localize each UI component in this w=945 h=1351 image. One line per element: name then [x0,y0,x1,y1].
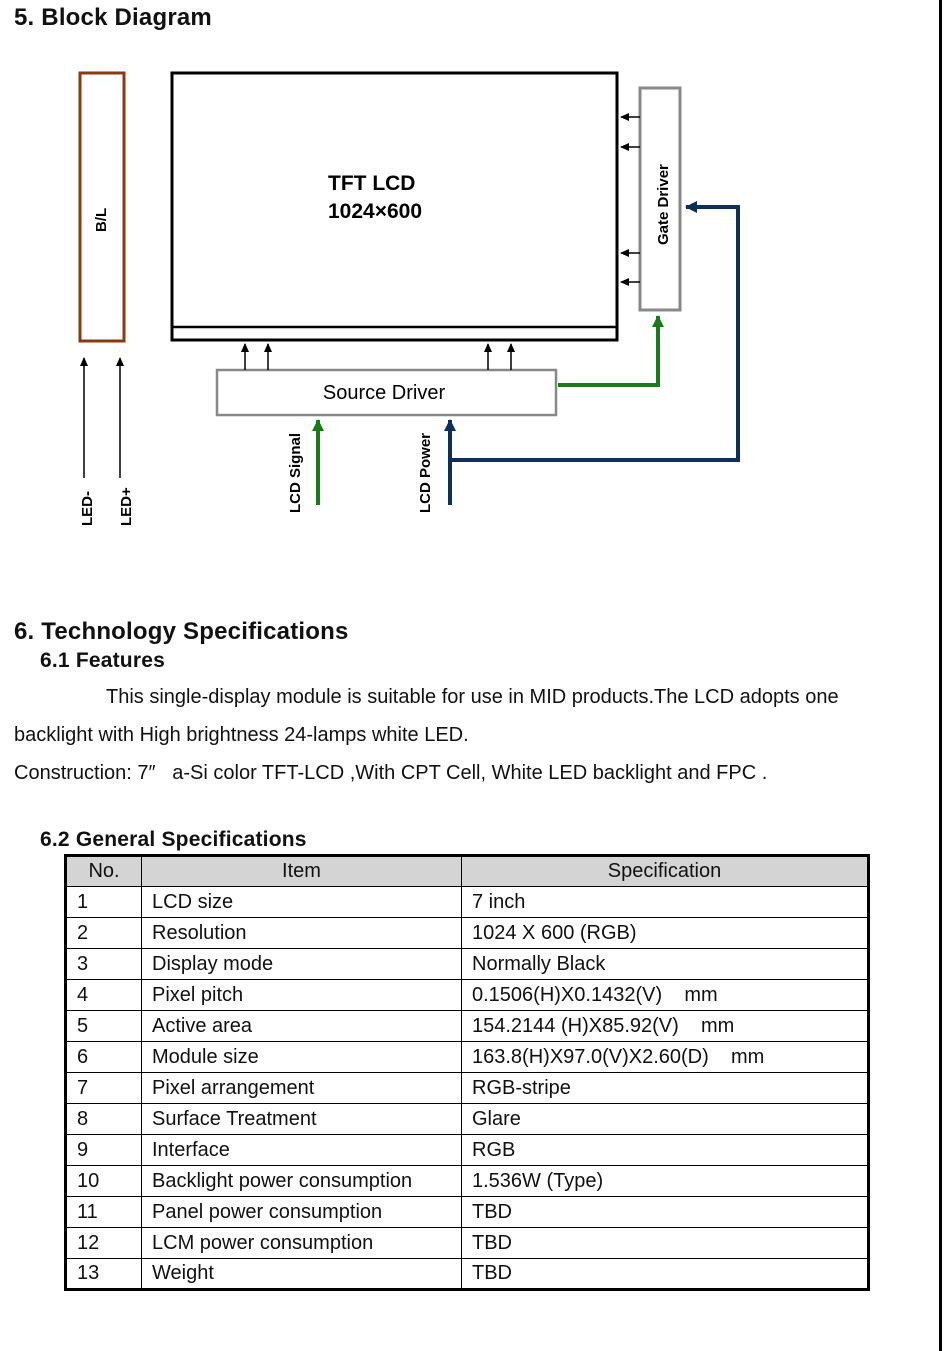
features-line-1: This single-display module is suitable f… [106,686,839,708]
source-driver-block [215,368,558,417]
cell-spec: 1.536W (Type) [461,1165,869,1197]
cell-spec: Glare [461,1103,869,1135]
cell-spec: 163.8(H)X97.0(V)X2.60(D) mm [461,1041,869,1073]
cell-item: Display mode [141,948,462,980]
gate-driver-label: Gate Driver [655,164,672,245]
features-line-3: Construction: 7″ a-Si color TFT-LCD ,Wit… [14,762,768,784]
cell-spec: 154.2144 (H)X85.92(V) mm [461,1010,869,1042]
lcd-title: TFT LCD [328,172,415,195]
cell-no: 2 [65,917,142,949]
cell-no: 13 [65,1258,142,1290]
cell-item: Pixel pitch [141,979,462,1011]
section-5-title: 5. Block Diagram [14,4,212,31]
cell-item: Module size [141,1041,462,1073]
page-right-rule [939,0,942,1351]
cell-item: LCD size [141,886,462,918]
cell-spec: 1024 X 600 (RGB) [461,917,869,949]
cell-item: LCM power consumption [141,1227,462,1259]
source-to-gate-signal-line [558,315,664,387]
table-header-row: No. Item Specification [65,855,869,887]
cell-item: Resolution [141,917,462,949]
lcd-resolution: 1024×600 [328,200,422,223]
lcd-power-label: LCD Power [417,433,434,513]
header-spec: Specification [461,855,869,887]
cell-no: 6 [65,1041,142,1073]
gate-to-lcd-arrows [620,113,640,286]
backlight-label: B/L [93,208,110,232]
header-item: Item [141,855,462,887]
tft-lcd-panel [170,71,619,342]
cell-spec: TBD [461,1196,869,1228]
cell-item: Backlight power consumption [141,1165,462,1197]
cell-spec: 7 inch [461,886,869,918]
cell-spec: TBD [461,1227,869,1259]
cell-spec: 0.1506(H)X0.1432(V) mm [461,979,869,1011]
cell-spec: RGB [461,1134,869,1166]
block-diagram: B/L TFT LCD 1024×600 Gate Driver Source … [78,71,740,526]
cell-no: 8 [65,1103,142,1135]
cell-item: Interface [141,1134,462,1166]
cell-no: 4 [65,979,142,1011]
cell-spec: TBD [461,1258,869,1290]
cell-no: 5 [65,1010,142,1042]
cell-no: 11 [65,1196,142,1228]
cell-item: Active area [141,1010,462,1042]
cell-item: Surface Treatment [141,1103,462,1135]
cell-item: Pixel arrangement [141,1072,462,1104]
cell-spec: RGB-stripe [461,1072,869,1104]
cell-spec: Normally Black [461,948,869,980]
source-driver-label: Source Driver [323,382,446,404]
lcd-signal-label: LCD Signal [287,433,304,513]
features-line-2: backlight with High brightness 24-lamps … [14,724,469,746]
cell-item: Panel power consumption [141,1196,462,1228]
cell-no: 1 [65,886,142,918]
led-plus-label: LED+ [118,487,135,526]
cell-item: Weight [141,1258,462,1290]
power-to-gate-line [450,201,740,462]
cell-no: 10 [65,1165,142,1197]
cell-no: 9 [65,1134,142,1166]
source-to-lcd-arrows [241,343,515,370]
cell-no: 12 [65,1227,142,1259]
backlight-block [78,71,126,343]
general-specs-title: 6.2 General Specifications [40,828,307,851]
cell-no: 7 [65,1072,142,1104]
features-title: 6.1 Features [40,649,165,672]
cell-no: 3 [65,948,142,980]
gate-driver-block [638,86,682,312]
header-no: No. [65,855,142,887]
led-minus-label: LED- [79,491,96,526]
section-6-title: 6. Technology Specifications [14,618,349,645]
